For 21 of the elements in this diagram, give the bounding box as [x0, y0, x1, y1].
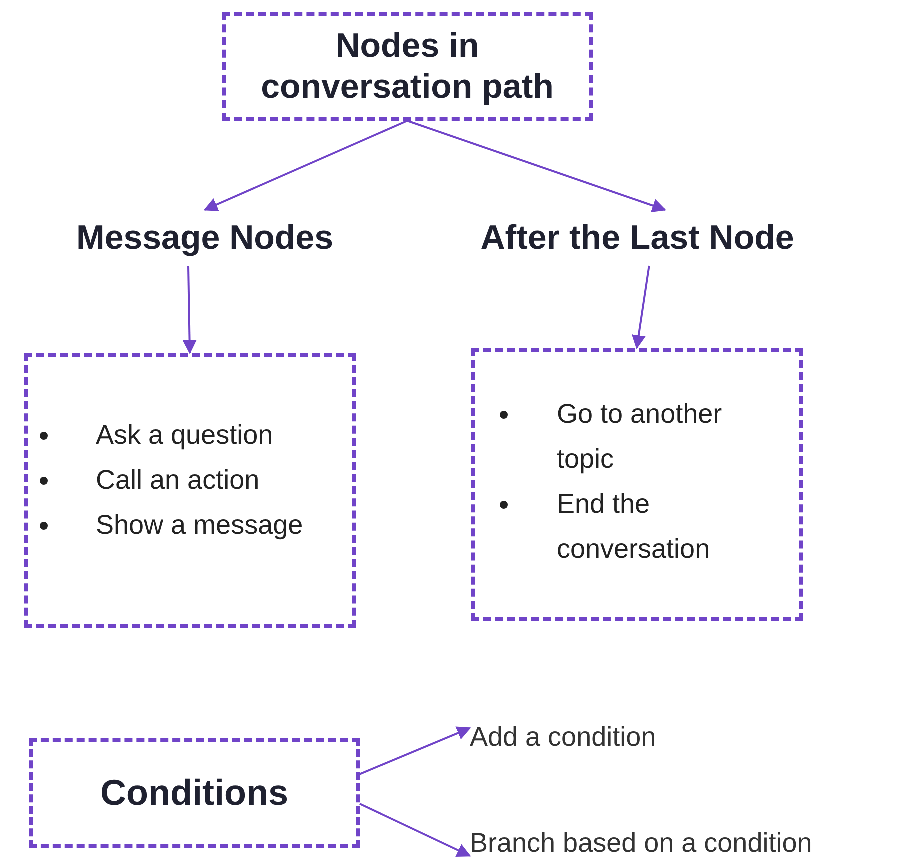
box-title: Nodes in conversation path — [260, 26, 555, 108]
heading-label: After the Last Node — [480, 218, 794, 258]
conditions-box — [29, 738, 360, 848]
option-label: Branch based on a condition — [470, 828, 812, 858]
list-item: Call an action — [96, 464, 261, 497]
arrow — [204, 120, 408, 212]
list-item: Go to another topic — [557, 398, 724, 476]
heading-label: Message Nodes — [76, 218, 334, 258]
arrow — [360, 803, 472, 857]
list-item: End the conversation — [557, 488, 712, 566]
arrow — [407, 120, 666, 212]
box-title: Conditions — [100, 771, 288, 815]
list-box — [471, 348, 803, 621]
title-box — [222, 12, 593, 121]
option-label: Add a condition — [470, 722, 656, 752]
arrow — [632, 266, 650, 350]
arrow — [182, 266, 197, 354]
list-box — [24, 353, 356, 628]
arrow — [360, 726, 472, 776]
list-item: Show a message — [96, 509, 304, 542]
list-item: Ask a question — [96, 419, 274, 452]
